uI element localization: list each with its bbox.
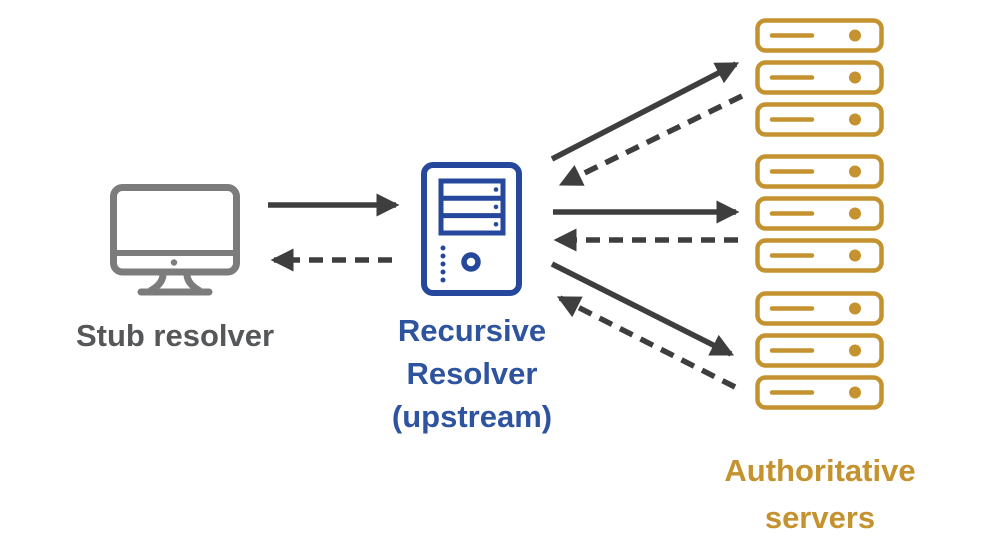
tower-server-icon [421, 162, 522, 296]
stub-resolver-node [110, 184, 240, 303]
rack-server-icon [755, 291, 884, 326]
stub-resolver-label: Stub resolver [75, 318, 275, 353]
rack-server-icon [755, 238, 884, 273]
authoritative-group-2 [755, 154, 884, 273]
authoritative-servers-label-line1: Authoritative [724, 453, 916, 488]
arrow-group1-to-recursive-dashed [558, 93, 744, 187]
rack-server-icon [755, 102, 884, 137]
arrow-recursive-to-group1-solid [550, 61, 740, 162]
rack-server-icon [755, 196, 884, 231]
authoritative-group-1 [755, 18, 884, 137]
authoritative-servers-label: Authoritative servers [683, 447, 957, 541]
rack-server-icon [755, 60, 884, 95]
authoritative-group-3 [755, 291, 884, 410]
rack-server-icon [755, 154, 884, 189]
rack-server-icon [755, 333, 884, 368]
recursive-resolver-label-line3: (upstream) [391, 399, 553, 434]
monitor-icon [110, 184, 240, 296]
rack-server-icon [755, 18, 884, 53]
rack-server-icon [755, 375, 884, 410]
recursive-resolver-label-line1: Recursive [397, 313, 547, 348]
authoritative-servers-label-line2: servers [764, 500, 876, 535]
recursive-resolver-label-line2: Resolver [406, 356, 538, 391]
recursive-resolver-label: Recursive Resolver (upstream) [347, 309, 597, 438]
recursive-resolver-node [421, 162, 522, 302]
